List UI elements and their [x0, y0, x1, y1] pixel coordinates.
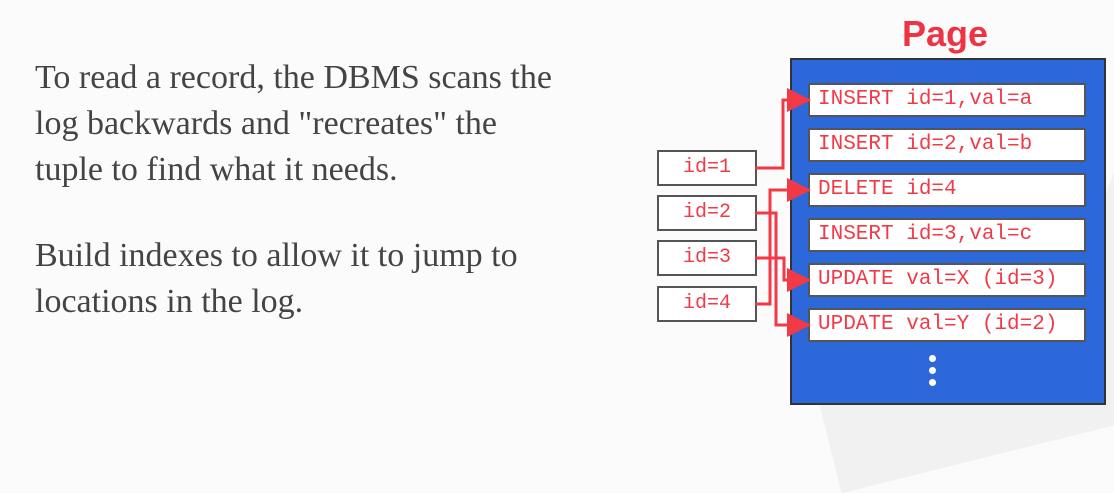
index-id-3: id=3	[657, 240, 757, 276]
log-record-2: INSERT id=2,val=b	[808, 128, 1086, 162]
build-indexes-line-1: Build indexes to allow it to jump to	[35, 237, 518, 274]
vertical-ellipsis-icon	[929, 355, 941, 395]
ellipsis-dot	[929, 379, 936, 386]
read-record-paragraph: To read a record, the DBMS scans the log…	[35, 55, 655, 193]
log-record-5: UPDATE val=X (id=3)	[808, 263, 1086, 297]
build-indexes-paragraph: Build indexes to allow it to jump to loc…	[35, 233, 655, 325]
page-title: Page	[902, 13, 989, 54]
ellipsis-dot	[929, 367, 936, 374]
index-id-2: id=2	[657, 195, 757, 231]
index-id-1: id=1	[657, 150, 757, 186]
log-record-3: DELETE id=4	[808, 173, 1086, 207]
explanation-text: To read a record, the DBMS scans the log…	[35, 55, 655, 325]
index-id-4: id=4	[657, 286, 757, 322]
build-indexes-line-2: locations in the log.	[35, 283, 304, 320]
log-record-1: INSERT id=1,val=a	[808, 83, 1086, 117]
read-record-line-1: To read a record, the DBMS scans the	[35, 59, 552, 96]
read-record-line-3: tuple to find what it needs.	[35, 151, 398, 188]
read-record-line-2: log backwards and "recreates" the	[35, 105, 497, 142]
ellipsis-dot	[929, 355, 936, 362]
log-record-4: INSERT id=3,val=c	[808, 218, 1086, 252]
log-record-6: UPDATE val=Y (id=2)	[808, 308, 1086, 342]
